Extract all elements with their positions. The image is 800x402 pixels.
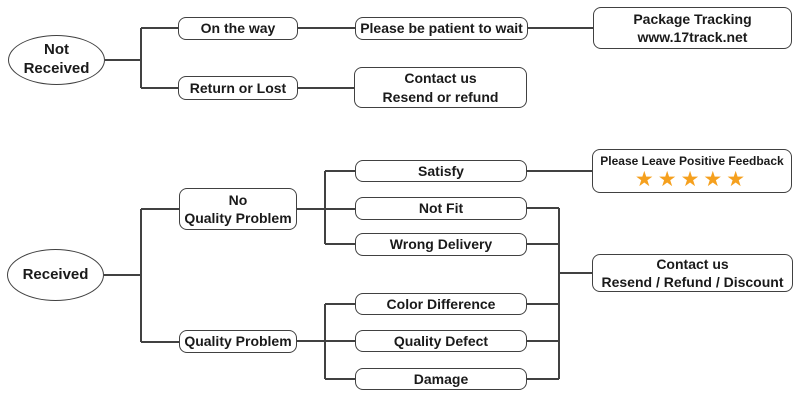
star-rating: ★★★★★	[635, 169, 749, 190]
node-return-or-lost: Return or Lost	[178, 76, 298, 100]
node-no-quality-problem: No Quality Problem	[179, 188, 297, 230]
positive-feedback-label: Please Leave Positive Feedback	[600, 153, 784, 168]
node-wrong-delivery: Wrong Delivery	[355, 233, 527, 256]
star-icon: ★	[703, 168, 727, 192]
not-received-branch-connectors	[105, 27, 593, 89]
star-icon: ★	[657, 168, 681, 192]
node-satisfy: Satisfy	[355, 160, 527, 182]
received-branch-connectors	[104, 170, 592, 380]
node-received: Received	[7, 249, 104, 301]
node-color-difference: Color Difference	[355, 293, 527, 315]
node-damage: Damage	[355, 368, 527, 390]
star-icon: ★	[680, 168, 704, 192]
node-please-be-patient: Please be patient to wait	[355, 17, 528, 40]
node-quality-problem: Quality Problem	[179, 330, 297, 353]
node-positive-feedback: Please Leave Positive Feedback ★★★★★	[592, 149, 792, 193]
node-quality-defect: Quality Defect	[355, 330, 527, 352]
node-not-received: Not Received	[8, 35, 105, 85]
star-icon: ★	[726, 168, 750, 192]
node-package-tracking: Package Tracking www.17track.net	[593, 7, 792, 49]
star-icon: ★	[634, 168, 658, 192]
node-not-fit: Not Fit	[355, 197, 527, 220]
node-contact-us-resend-refund-discount: Contact us Resend / Refund / Discount	[592, 254, 793, 292]
node-contact-us-resend-refund: Contact us Resend or refund	[354, 67, 527, 108]
node-on-the-way: On the way	[178, 17, 298, 40]
